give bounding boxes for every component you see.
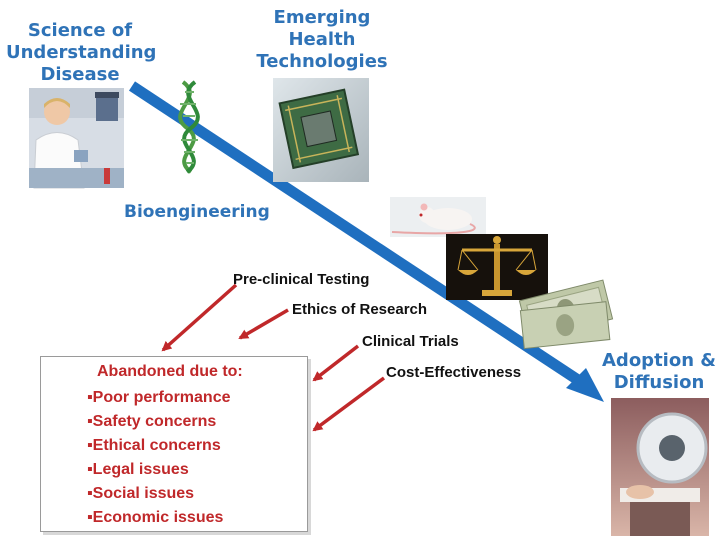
microchip-photo [273, 78, 369, 182]
stage-clinical: Clinical Trials [362, 333, 459, 350]
reason-item: ▪Economic issues [87, 509, 224, 526]
stage-preclinical: Pre-clinical Testing [233, 271, 370, 288]
reason-item: ▪Safety concerns [87, 413, 217, 430]
dollar-bills-photo [518, 279, 614, 350]
science-title: Science of Understanding Disease [6, 20, 157, 85]
red-arrows [161, 283, 386, 432]
stage-cost: Cost-Effectiveness [386, 364, 522, 381]
reason-item: ▪Ethical concerns [87, 437, 221, 454]
reason-item: ▪Social issues [87, 485, 195, 502]
adoption-title: Adoption & Diffusion [602, 350, 716, 393]
justice-scale-photo [446, 234, 548, 300]
emerging-title: Emerging Health Technologies [256, 7, 388, 72]
radiotherapy-machine-photo [611, 398, 709, 536]
dna-helix-icon [178, 80, 200, 174]
lab-rat-photo [390, 197, 486, 237]
scientist-photo [29, 88, 124, 189]
reason-item: ▪Legal issues [87, 461, 189, 478]
abandoned-box: Abandoned due to: ▪Poor performance ▪Saf… [40, 356, 308, 532]
bioengineering-title: Bioengineering [124, 202, 270, 222]
reason-item: ▪Poor performance [87, 389, 231, 406]
progress-arrow [128, 81, 604, 402]
abandoned-title: Abandoned due to: [97, 363, 243, 380]
stage-ethics: Ethics of Research [292, 301, 428, 318]
